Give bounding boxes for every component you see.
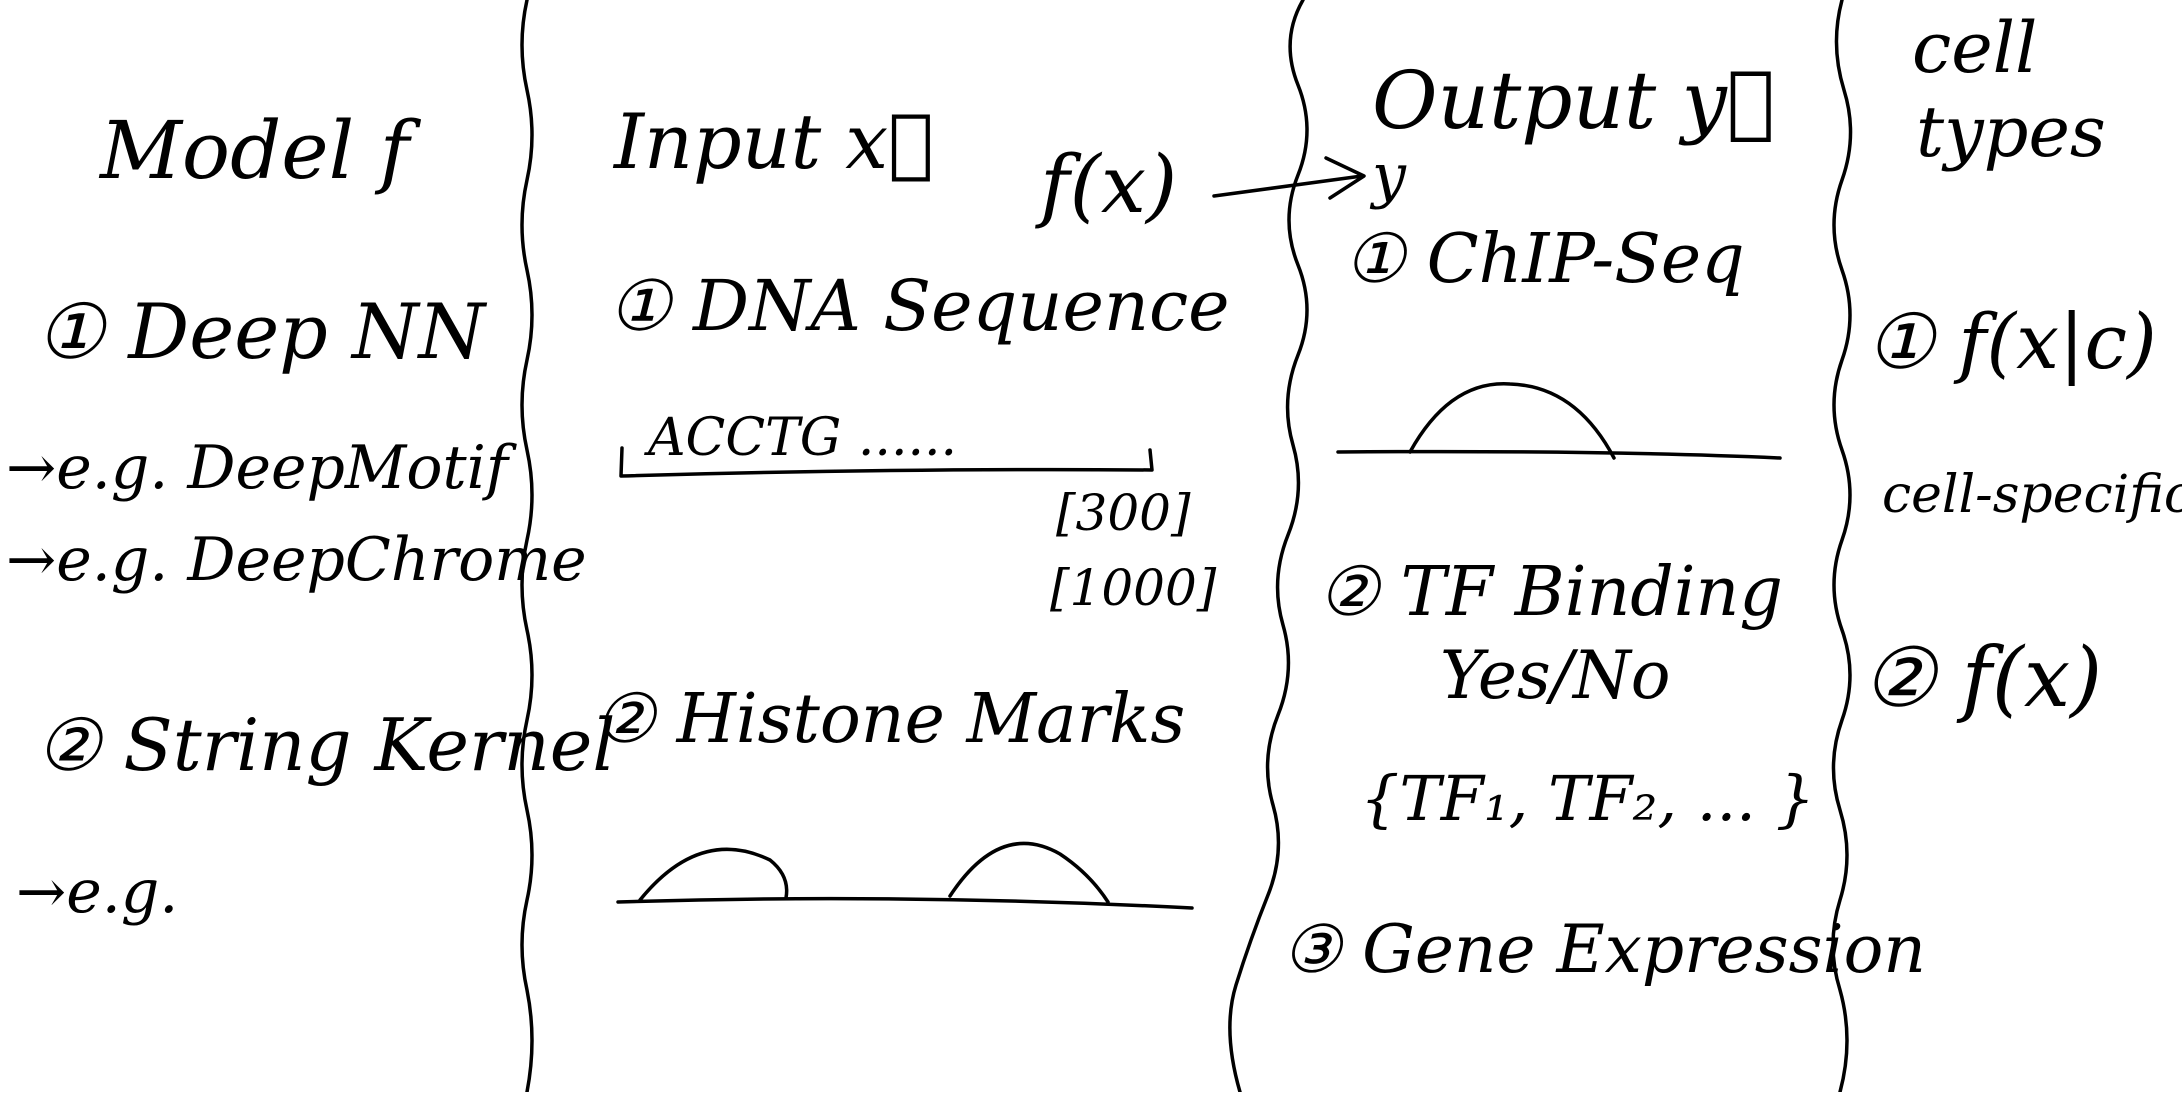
output-item3-label: ③ Gene Expression [1282,911,1926,988]
input-item2-label: ② Histone Marks [594,680,1185,759]
sequence-bracket [619,446,1154,478]
histone-peak-1 [638,847,789,902]
output-item1-label: ① ChIP-Seq [1344,220,1745,299]
celltypes-heading-line2: types [1916,91,2106,173]
sequence-length-1000: [1000] [1050,559,1217,617]
output-item2-sublabel: Yes/No [1440,637,1670,714]
chipseq-baseline [1336,449,1782,460]
mapping-target: y [1369,141,1407,211]
model-item1-label: ① Deep NN [36,287,487,376]
divider-model-input [520,0,534,1094]
divider-output-celltypes [1831,0,1853,1094]
model-item2-label: ② String Kernel [36,703,615,787]
celltypes-item2-formula: ② f(x) [1862,631,2102,726]
chipseq-peak [1408,382,1616,460]
mapping-arrow [1212,156,1366,200]
celltypes-item1-formula: ① f(x|c) [1866,297,2157,386]
input-item1-label: ① DNA Sequence [608,265,1230,347]
histone-signal-track [616,896,1194,910]
model-item2-example: →e.g. [16,857,178,927]
model-heading: Model f [98,104,422,197]
tf-set: {TF₁, TF₂, ... } [1360,762,1815,835]
celltypes-item1-note: cell-specific [1882,465,2182,525]
output-heading: Output y⃗ [1372,54,1775,147]
sequence-length-300: [300] [1056,484,1191,542]
input-heading: Input x⃗ [612,97,934,186]
histone-peak-2 [948,841,1110,904]
model-item1-example1: →e.g. DeepMotif [6,433,518,503]
celltypes-heading-line1: cell [1912,7,2037,89]
divider-input-output [1228,0,1309,1094]
model-item1-example2: →e.g. DeepChrome [6,525,587,595]
mapping-function: f(x) [1035,138,1177,231]
dna-sequence-text: ACCTG ...... [644,408,957,468]
output-item2-label: ② TF Binding [1318,553,1783,632]
